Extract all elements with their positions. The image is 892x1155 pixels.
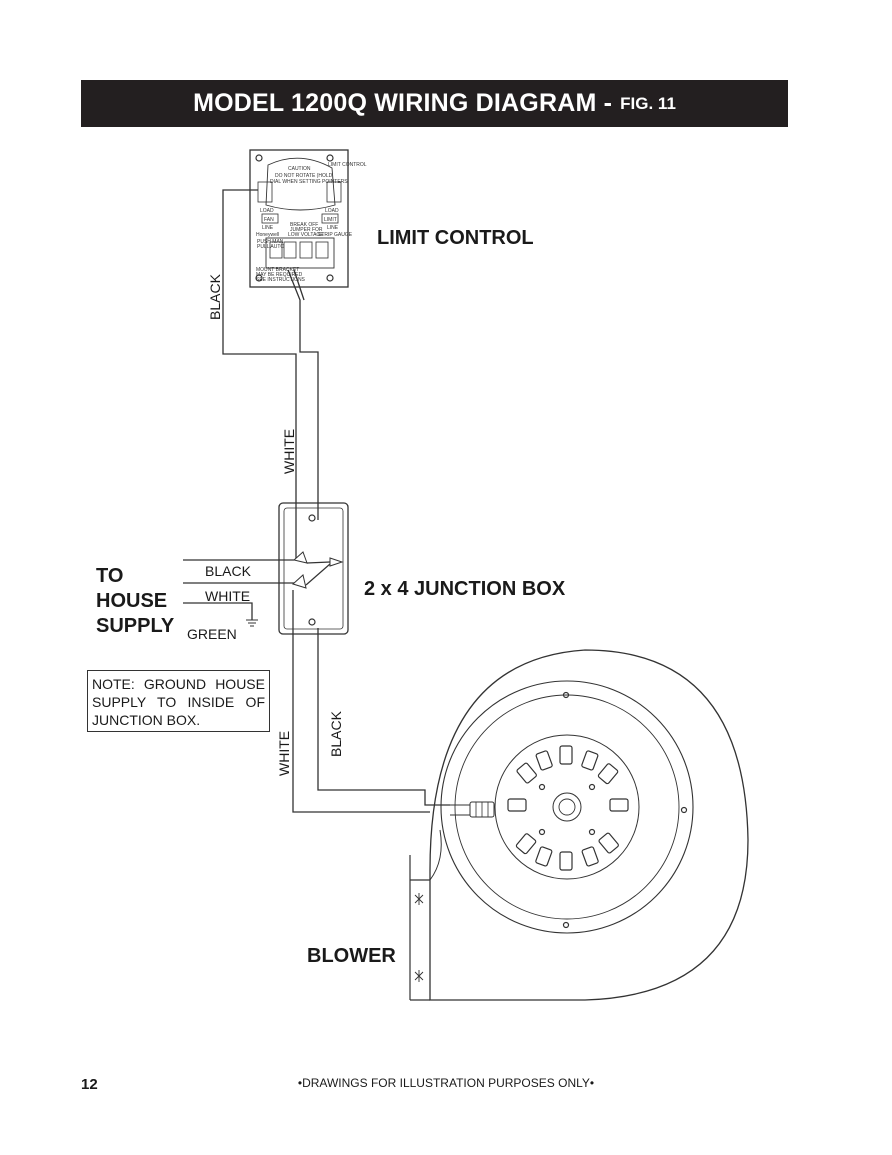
lc-strip-gauge: STRIP GAUGE [318, 232, 353, 238]
black-wire-limit [222, 189, 297, 560]
to-house-supply-line2: HOUSE [96, 590, 168, 612]
lc-line-left: LINE [262, 225, 274, 231]
to-house-supply-label: TO HOUSE SUPPLY [96, 564, 174, 639]
black-wire-label-low: BLACK [328, 711, 344, 757]
lc-break-off-2: JUMPER FOR [290, 227, 323, 233]
lc-load-right: LOAD [325, 208, 339, 214]
supply-green-label: GREEN [187, 626, 237, 642]
white-wire-label-low: WHITE [276, 730, 292, 776]
to-house-supply-line3: SUPPLY [96, 615, 175, 637]
lc-push-2: PULL AUTO [257, 244, 284, 250]
black-wire-blower [317, 628, 450, 806]
blower-device [409, 649, 749, 1001]
white-wire-limit [287, 269, 319, 520]
black-wire-label-top: BLACK [207, 274, 223, 320]
lc-brand: Honeywell [256, 232, 279, 238]
lc-limit-control: LIMIT CONTROL [328, 162, 367, 168]
lc-limit: LIMIT [324, 217, 337, 223]
ground-note: NOTE: GROUND HOUSE SUPPLY TO INSIDE OF J… [87, 670, 270, 732]
lc-fan: FAN [264, 217, 274, 223]
diagram-title: MODEL 1200Q WIRING DIAGRAM - [193, 89, 613, 117]
white-wire-blower [292, 590, 430, 813]
lc-mount-2: MAY BE REQUIRED [256, 272, 303, 278]
junction-box [278, 502, 349, 635]
page-number: 12 [81, 1076, 98, 1093]
lc-break-off-3: LOW VOLTAGE [288, 232, 324, 238]
lc-load-left: LOAD [260, 208, 274, 214]
lc-break-off-1: BREAK OFF [290, 222, 318, 228]
lc-mount-1: MOUNT BRACKET [256, 267, 299, 273]
lc-push-1: PUSH MAN [257, 239, 284, 245]
supply-green-wire [183, 602, 253, 620]
lc-caution-line2: DIAL WHEN SETTING POINTERS [270, 179, 348, 185]
lc-line-right: LINE [327, 225, 339, 231]
footer-disclaimer: •DRAWINGS FOR ILLUSTRATION PURPOSES ONLY… [297, 1076, 595, 1090]
lc-mount-3: SEE INSTRUCTIONS [256, 277, 306, 283]
junction-box-label: 2 x 4 JUNCTION BOX [364, 578, 566, 600]
title-bar: MODEL 1200Q WIRING DIAGRAM - FIG. 11 [81, 80, 788, 127]
limit-control-label: LIMIT CONTROL [377, 227, 534, 249]
blower-label: BLOWER [307, 945, 396, 967]
lc-caution-line1: DO NOT ROTATE (HOLD [275, 173, 333, 179]
figure-number: FIG. 11 [620, 93, 676, 113]
to-house-supply-line1: TO [96, 565, 124, 587]
supply-black-label: BLACK [205, 563, 251, 579]
supply-white-label: WHITE [205, 588, 251, 604]
lc-caution: CAUTION [288, 166, 311, 172]
white-wire-label-mid: WHITE [281, 428, 297, 474]
